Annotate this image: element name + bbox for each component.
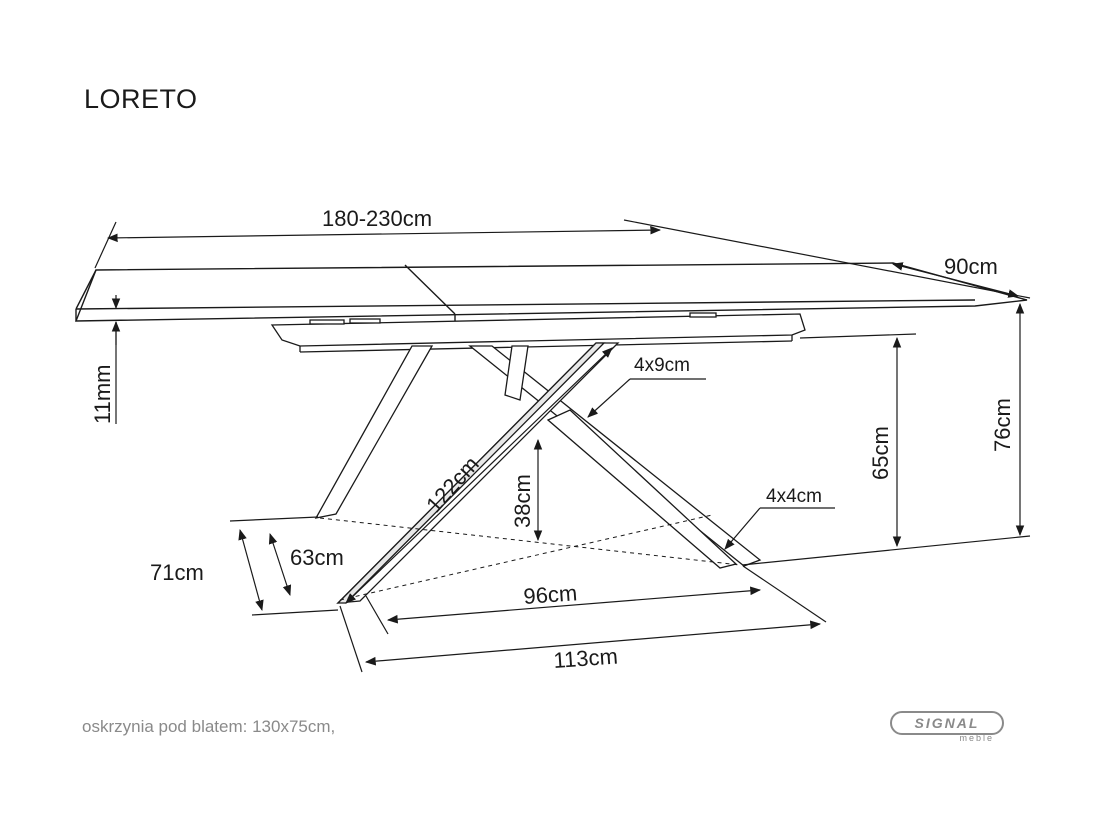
logo-brand: SIGNAL bbox=[890, 711, 1004, 735]
dim-line-width bbox=[891, 262, 1020, 298]
logo-sub: meble bbox=[959, 733, 994, 743]
label-length: 180-230cm bbox=[322, 206, 432, 231]
label-leg-main: 4x9cm bbox=[634, 355, 690, 376]
leader-leg-small bbox=[724, 507, 835, 550]
table-top bbox=[74, 262, 1028, 322]
label-base-depth-outer: 71cm bbox=[150, 560, 204, 585]
dim-line-base-depth-outer bbox=[229, 516, 339, 616]
label-base-length-inner: 96cm bbox=[523, 580, 578, 609]
dim-line-total-height bbox=[741, 302, 1031, 566]
leader-leg-main bbox=[587, 378, 706, 418]
dim-line-base-length-outer bbox=[339, 605, 822, 673]
label-leg-small: 4x4cm bbox=[766, 486, 822, 507]
table-apron bbox=[270, 312, 806, 353]
signal-logo: SIGNAL meble bbox=[888, 709, 1004, 745]
label-total-height: 76cm bbox=[990, 398, 1015, 452]
dim-line-base-depth-inner bbox=[268, 532, 292, 597]
dim-line-frame-height bbox=[799, 333, 917, 548]
label-base-length-outer: 113cm bbox=[553, 644, 619, 673]
label-base-depth-inner: 63cm bbox=[290, 545, 344, 570]
label-cross-height: 38cm bbox=[510, 474, 535, 528]
dim-line-leg-length bbox=[345, 347, 613, 604]
footnote-apron-size: oskrzynia pod blatem: 130x75cm, bbox=[82, 717, 336, 736]
label-thickness: 11mm bbox=[90, 365, 115, 425]
label-width: 90cm bbox=[944, 254, 998, 279]
product-title: LORETO bbox=[84, 84, 198, 114]
label-frame-height: 65cm bbox=[868, 426, 893, 480]
dim-line-base-length-inner bbox=[365, 565, 827, 635]
